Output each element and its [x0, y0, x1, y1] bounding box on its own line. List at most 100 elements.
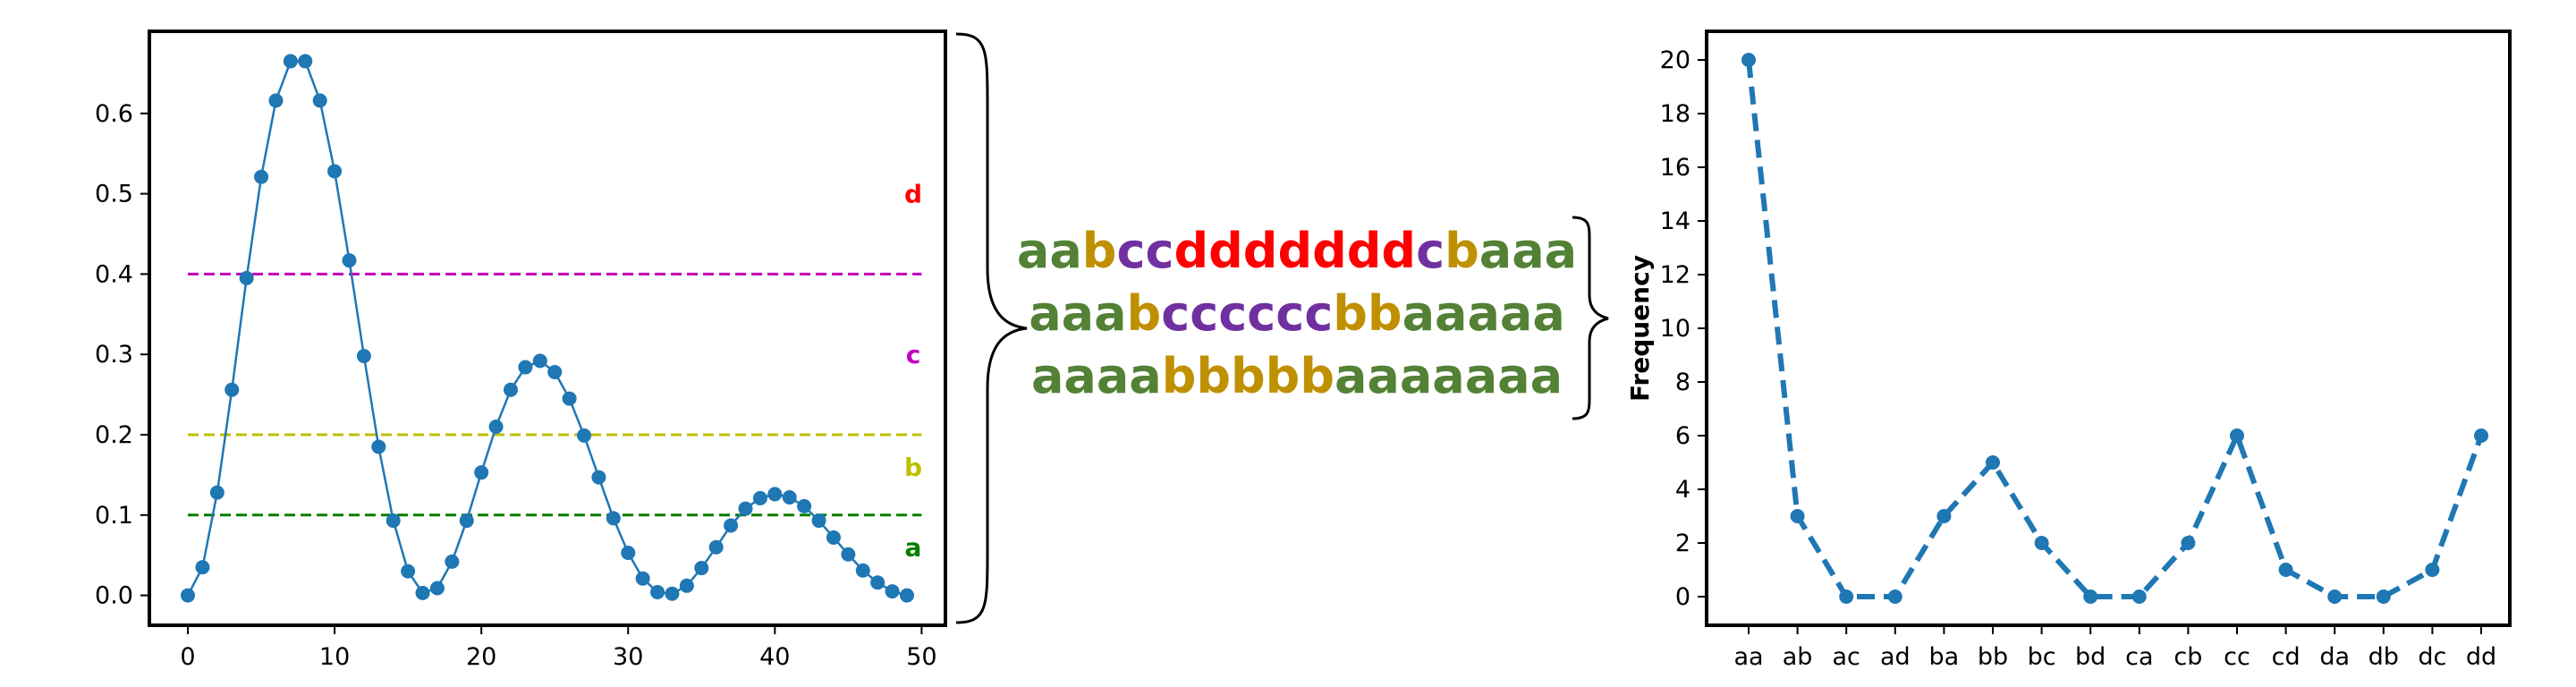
signal-point	[209, 485, 225, 500]
frequency-point	[2034, 536, 2049, 550]
signal-point	[811, 513, 826, 529]
category-tick-label: bd	[2075, 643, 2106, 671]
sequence-line: aaaabbbbbaaaaaaa	[1011, 345, 1583, 408]
y-tick-label: 0.4	[95, 260, 133, 288]
frequency-point	[2425, 563, 2440, 577]
signal-point	[826, 530, 841, 545]
signal-point	[225, 382, 240, 397]
x-axis: 0 10 20 30 40 50	[180, 625, 937, 671]
signal-point	[445, 554, 460, 569]
signal-point	[415, 585, 430, 600]
sequence-segment: b	[1126, 285, 1162, 342]
signal-point	[474, 465, 489, 480]
frequency-tick-label: 18	[1660, 100, 1690, 128]
sequence-segment: aaaa	[1030, 348, 1162, 404]
frequency-series	[1741, 53, 2488, 604]
category-tick-label: ab	[1783, 643, 1813, 671]
x-tick-label: 40	[759, 643, 790, 671]
sequence-segment: bb	[1333, 285, 1402, 342]
frequency-point	[2376, 589, 2391, 604]
frequency-point	[2278, 563, 2293, 577]
signal-point	[503, 382, 518, 397]
y-tick-label: 0.6	[95, 100, 133, 128]
signal-point	[621, 545, 636, 560]
signal-point	[855, 563, 870, 578]
sequence-segment: c	[1416, 223, 1445, 279]
signal-point	[547, 364, 563, 379]
signal-point	[371, 439, 386, 454]
signal-point	[782, 490, 797, 505]
signal-point	[459, 513, 474, 529]
frequency-tick-label: 8	[1675, 369, 1690, 396]
x-tick-label: 0	[180, 643, 195, 671]
category-tick-label: bc	[2028, 643, 2056, 671]
category-tick-label: cc	[2224, 643, 2250, 671]
sequence-line: aaabccccccbbaaaaa	[1011, 283, 1583, 345]
category-tick-label: aa	[1733, 643, 1763, 671]
y-tick-label: 0.3	[95, 341, 133, 369]
frequency-point	[1741, 53, 1756, 67]
signal-point	[283, 54, 298, 69]
x-tick-label: 50	[906, 643, 936, 671]
frequency-tick-label: 2	[1675, 530, 1690, 557]
level-label-d: d	[904, 180, 922, 209]
frequency-tick-label: 10	[1660, 315, 1690, 343]
signal-point	[899, 588, 914, 603]
signal-point	[665, 586, 680, 601]
frequency-tick-label: 20	[1660, 47, 1690, 74]
signal-point	[606, 511, 621, 526]
category-tick-label: ba	[1929, 643, 1960, 671]
signal-point	[797, 498, 812, 513]
frequency-point	[2181, 536, 2196, 550]
frequency-tick-label: 0	[1675, 583, 1690, 611]
sequence-line: aabccdddddddcbaaa	[1011, 220, 1583, 283]
category-tick-label: ad	[1880, 643, 1911, 671]
frequency-plot-frame	[1705, 30, 2512, 627]
y-tick-label: 0.0	[95, 582, 133, 610]
y-axis: 0.00.10.20.30.40.50.6	[95, 100, 149, 610]
signal-point	[724, 518, 739, 533]
frequency-point	[1986, 455, 2000, 470]
sequence-segment: ddddddd	[1174, 223, 1417, 279]
signal-point	[342, 253, 357, 268]
signal-point	[386, 513, 401, 529]
signal-point	[708, 539, 724, 555]
frequency-point	[2474, 428, 2488, 443]
signal-point	[181, 588, 196, 603]
frequency-point	[2327, 589, 2343, 604]
level-label-b: b	[904, 453, 922, 482]
frequency-tick-label: 16	[1660, 154, 1690, 182]
x-tick-label: 10	[319, 643, 350, 671]
level-label-c: c	[906, 340, 921, 369]
signal-point	[885, 584, 900, 599]
frequency-line	[1746, 59, 2484, 599]
x-tick-label: 20	[466, 643, 496, 671]
sequence-segment: bbbbb	[1161, 348, 1335, 404]
frequency-point	[1790, 509, 1805, 523]
category-tick-label: dd	[2466, 643, 2496, 671]
signal-point	[195, 560, 210, 575]
category-tick-label: bb	[1978, 643, 2008, 671]
category-tick-label: db	[2368, 643, 2399, 671]
frequency-point	[1936, 509, 1952, 523]
signal-point	[488, 420, 504, 434]
frequency-point	[2083, 589, 2098, 604]
frequency-point	[2230, 428, 2244, 443]
threshold-lines	[188, 272, 922, 517]
frequency-tick-label: 4	[1675, 476, 1690, 504]
x-tick-label: 30	[613, 643, 643, 671]
signal-plot-frame	[148, 30, 947, 627]
signal-point	[327, 164, 343, 179]
frequency-point	[1887, 589, 1902, 604]
signal-point	[752, 490, 767, 505]
sequence-segment: b	[1445, 223, 1479, 279]
signal-series	[181, 54, 914, 603]
signal-point	[356, 348, 371, 363]
category-tick-label: ca	[2125, 643, 2153, 671]
sequence-segment: aaaaa	[1402, 285, 1565, 342]
